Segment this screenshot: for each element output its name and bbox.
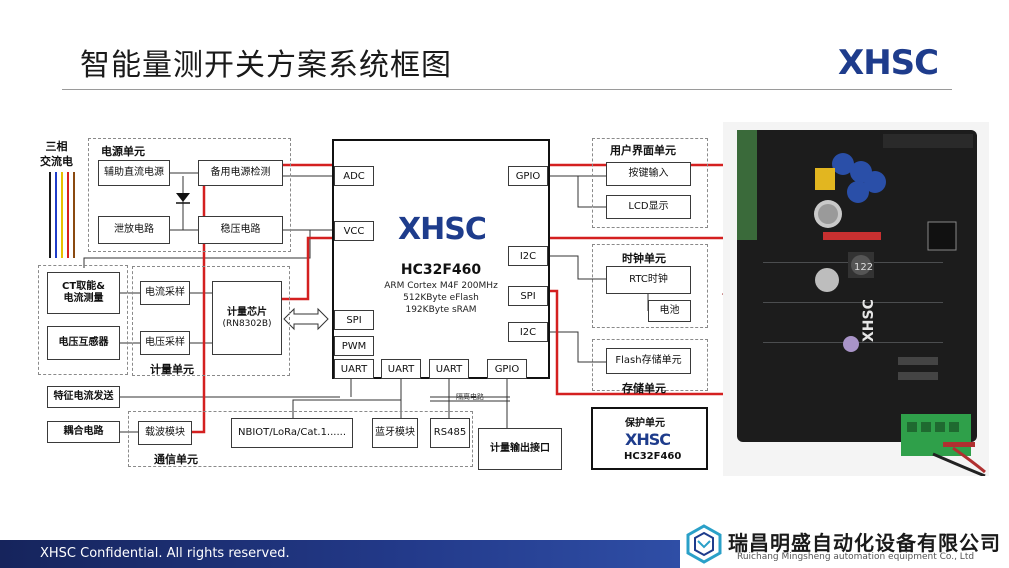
comm-unit-group xyxy=(128,411,473,467)
input-group xyxy=(38,265,128,375)
regulator-box: 稳压电路 xyxy=(198,216,283,244)
aux-dc-box: 辅助直流电源 xyxy=(98,160,170,186)
footer-confidential: XHSC Confidential. All rights reserved. xyxy=(40,546,290,561)
protect-chip-name: HC32F460 xyxy=(624,451,682,462)
title-divider xyxy=(62,89,952,90)
company-name-en: Ruichang Mingsheng automation equipment … xyxy=(737,552,975,562)
clock-unit-group xyxy=(592,244,708,328)
protect-xhsc-logo: XHSC xyxy=(625,430,671,449)
discharge-box: 泄放电路 xyxy=(98,216,170,244)
flash-box: Flash存储单元 xyxy=(606,348,691,374)
three-phase-label: 三相 交流电 xyxy=(40,140,73,168)
backup-detect-box: 备用电源检测 xyxy=(198,160,283,186)
power-unit-group xyxy=(88,138,291,252)
pin-i2c-bottom: I2C xyxy=(508,322,548,342)
battery-box: 电池 xyxy=(648,300,691,322)
board-logo: XHSC xyxy=(861,299,877,342)
feature-current-box: 特征电流发送 xyxy=(47,386,120,408)
power-unit-title: 电源单元 xyxy=(101,145,145,158)
page-title: 智能量测开关方案系统框图 xyxy=(80,48,452,83)
pin-uart-1: UART xyxy=(334,359,374,379)
inductor-marking: 122 xyxy=(854,262,873,273)
mcu-spec-core: ARM Cortex M4F 200MHz xyxy=(384,281,498,291)
xhsc-logo: XHSC xyxy=(838,43,939,83)
coupling-circuit-box: 耦合电路 xyxy=(47,421,120,443)
pin-adc: ADC xyxy=(334,166,374,186)
mcu-spec-sram: 192KByte sRAM xyxy=(405,305,477,315)
mcu-spec-flash: 512KByte eFlash xyxy=(403,293,479,303)
metering-chip-label: 计量芯片 xyxy=(227,306,267,318)
rs485-box: RS485 xyxy=(430,418,470,448)
metering-output-box: 计量输出接口 xyxy=(478,428,562,470)
rtc-box: RTC时钟 xyxy=(606,266,691,294)
storage-unit-title: 存储单元 xyxy=(622,382,666,395)
comm-unit-title: 通信单元 xyxy=(154,453,198,466)
ct-energy-box: CT取能& 电流测量 xyxy=(47,272,120,314)
nbiot-box: NBIOT/LoRa/Cat.1...... xyxy=(231,418,353,448)
carrier-module-box: 载波模块 xyxy=(138,421,192,445)
voltage-sample-box: 电压采样 xyxy=(140,331,190,355)
footer-bar xyxy=(0,540,680,568)
voltage-transformer-box: 电压互感器 xyxy=(47,326,120,360)
pin-uart-2: UART xyxy=(381,359,421,379)
mcu-xhsc-logo: XHSC xyxy=(398,212,487,247)
metering-unit-title: 计量单元 xyxy=(150,363,194,376)
protect-unit-title: 保护单元 xyxy=(625,418,665,429)
pin-gpio-bottom: GPIO xyxy=(487,359,527,379)
metering-unit-group xyxy=(132,266,290,376)
ui-unit-title: 用户界面单元 xyxy=(610,144,676,157)
pin-spi-left: SPI xyxy=(334,310,374,330)
metering-chip-box: 计量芯片 (RN8302B) xyxy=(212,281,282,355)
pin-spi-right: SPI xyxy=(508,286,548,306)
ui-unit-group xyxy=(592,138,708,228)
pin-vcc: VCC xyxy=(334,221,374,241)
pin-i2c-top: I2C xyxy=(508,246,548,266)
pcb-board-illustration: 122 XHSC xyxy=(723,122,989,478)
pcb-photo: 122 XHSC xyxy=(723,122,989,478)
current-sample-box: 电流采样 xyxy=(140,281,190,305)
pin-gpio-top: GPIO xyxy=(508,166,548,186)
mcu-name: HC32F460 xyxy=(400,262,482,278)
storage-unit-group xyxy=(592,339,708,391)
key-input-box: 按键输入 xyxy=(606,162,691,186)
clock-unit-title: 时钟单元 xyxy=(622,252,666,265)
protect-unit-box xyxy=(591,407,708,470)
bluetooth-box: 蓝牙模块 xyxy=(372,418,418,448)
pin-pwm: PWM xyxy=(334,336,374,356)
metering-chip-model: (RN8302B) xyxy=(222,318,272,329)
isolation-label: 隔离电路 xyxy=(456,393,484,401)
pin-uart-3: UART xyxy=(429,359,469,379)
lcd-box: LCD显示 xyxy=(606,195,691,219)
company-name-cn: 瑞昌明盛自动化设备有限公司 xyxy=(728,531,1001,555)
company-logo-icon xyxy=(686,524,722,564)
